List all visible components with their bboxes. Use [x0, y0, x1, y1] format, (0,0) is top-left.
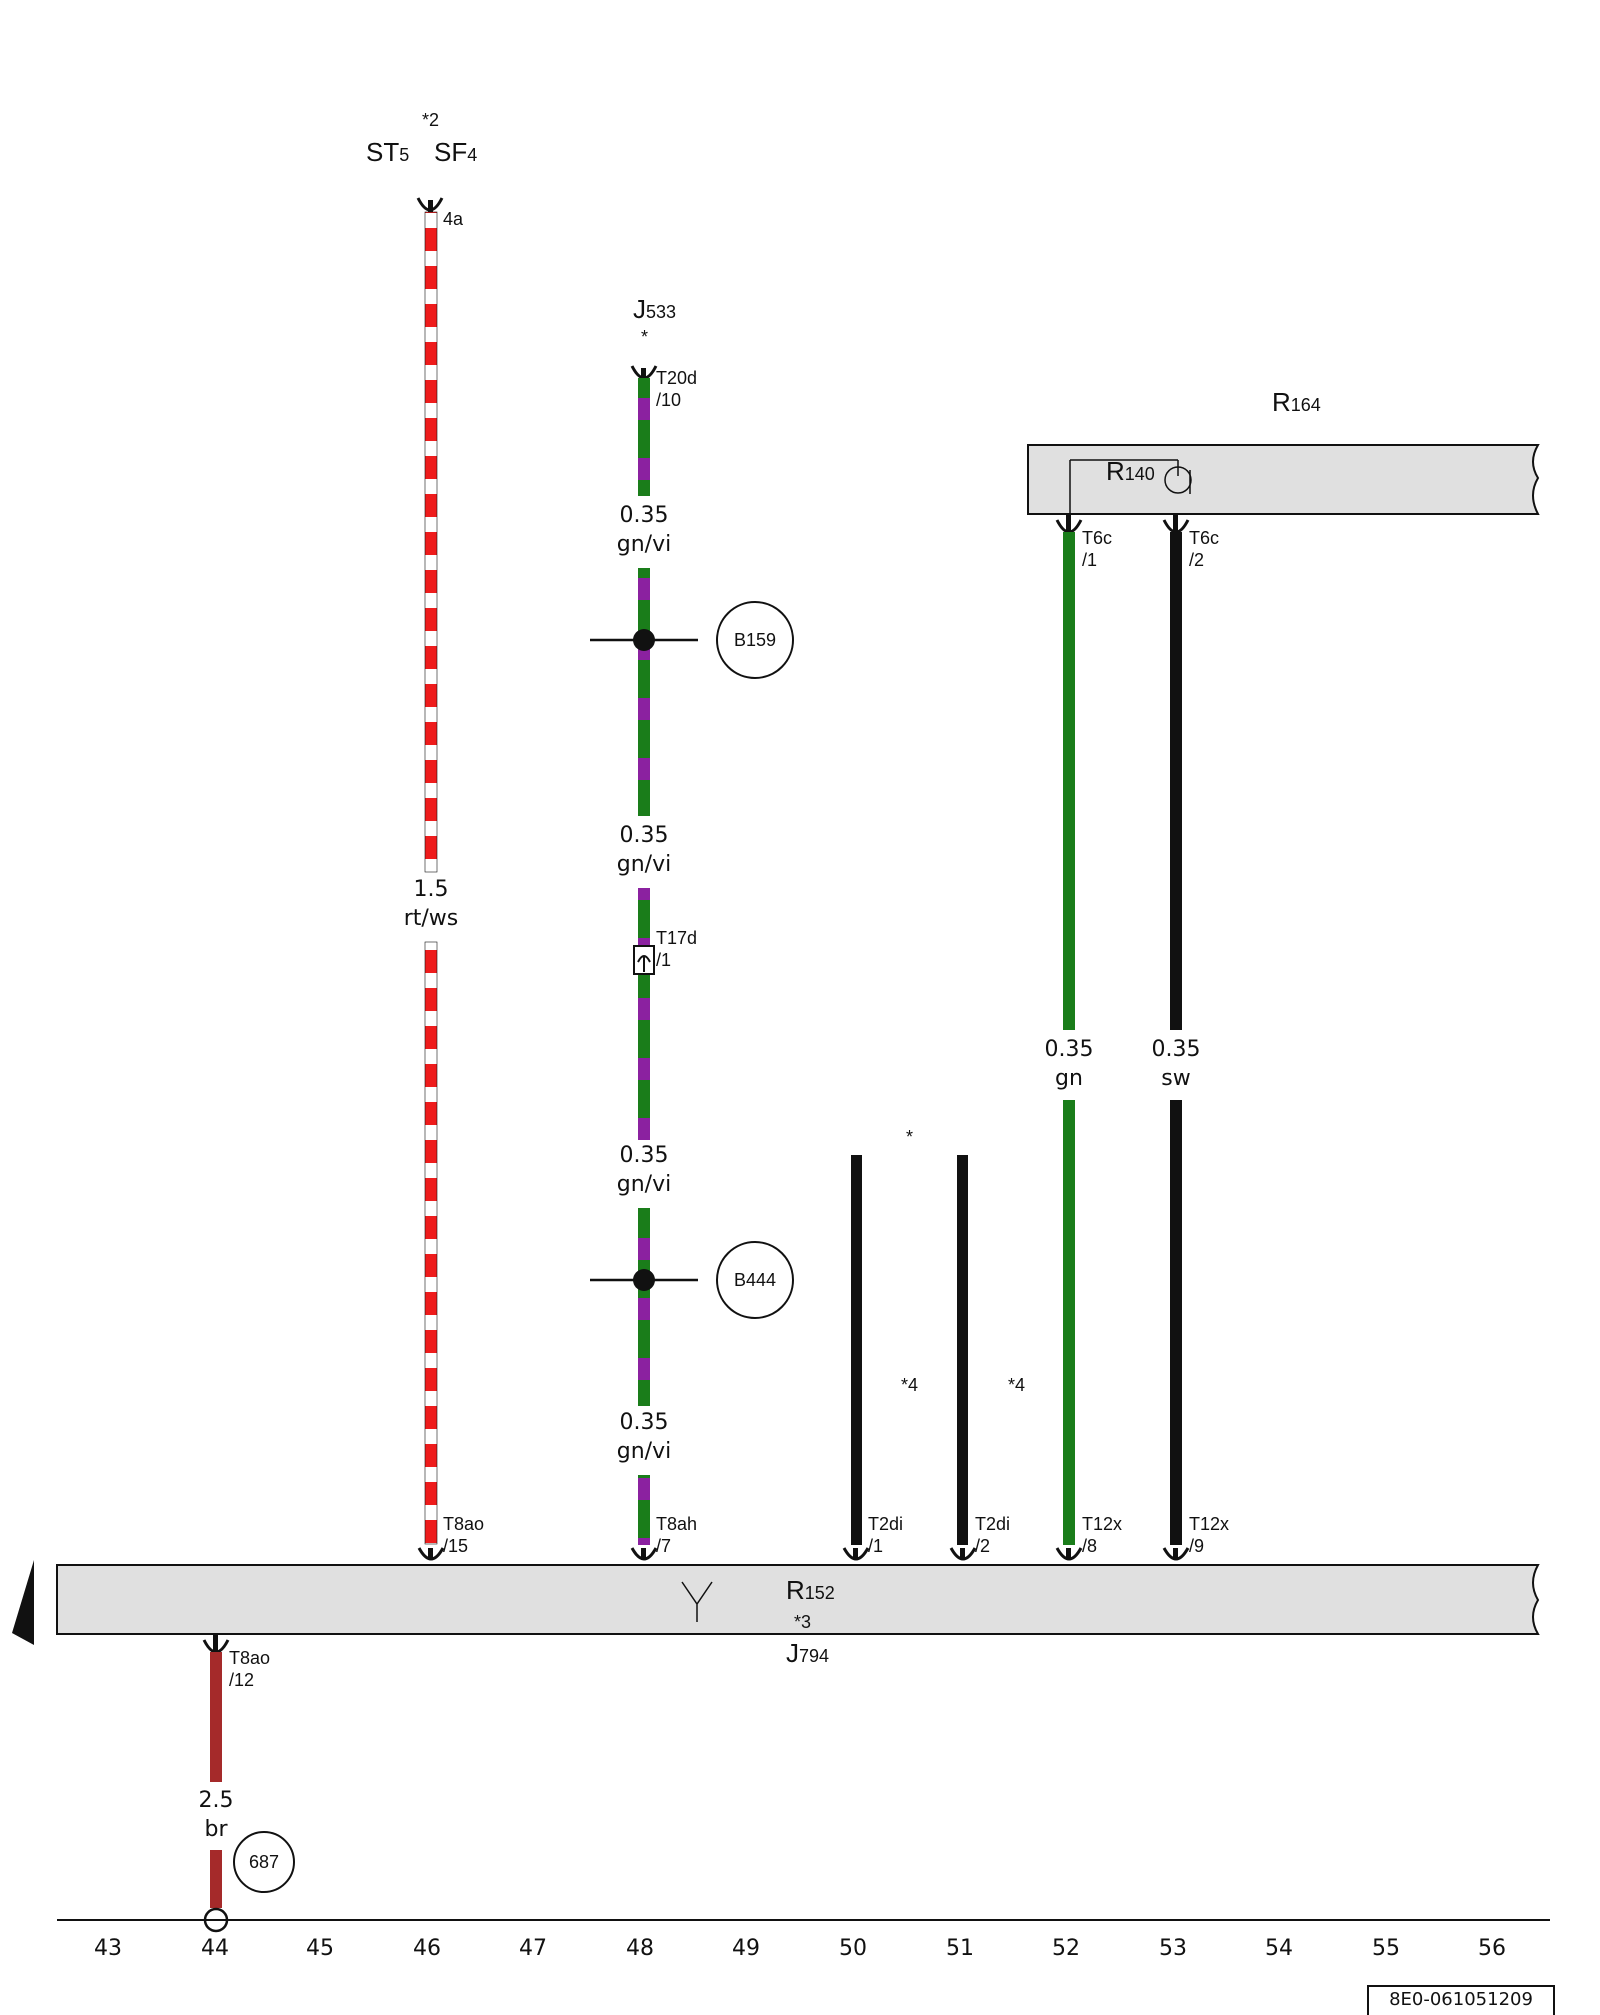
- st5-label: ST5: [366, 137, 409, 167]
- r152-bar: R152 *3 J794: [12, 1560, 1540, 1668]
- splice-b159-icon: [633, 629, 655, 651]
- t17d-label: T17d: [656, 928, 697, 948]
- w51-pin-top: T2di: [975, 1514, 1010, 1534]
- wire-50-51: * *4 T2di /1 *4 T2di /2: [842, 1127, 1025, 1561]
- j533-group: J533 *: [633, 294, 676, 347]
- w52-pin-top: T12x: [1082, 1514, 1122, 1534]
- r164-panel: R164 R140: [1027, 387, 1540, 515]
- w48-color-2: gn/vi: [617, 852, 671, 877]
- svg-text:53: 53: [1159, 1936, 1187, 1961]
- svg-text:49: 49: [732, 1936, 760, 1961]
- svg-text:50: 50: [839, 1936, 867, 1961]
- w44-gauge: 2.5: [199, 1788, 234, 1813]
- svg-text:54: 54: [1265, 1936, 1293, 1961]
- r140-sensor-icon: [1164, 466, 1192, 494]
- svg-text:47: 47: [519, 1936, 547, 1961]
- w50-pin-top: T2di: [868, 1514, 903, 1534]
- w48-gauge-4: 0.35: [620, 1410, 669, 1435]
- w48-pin-top: T8ah: [656, 1514, 697, 1534]
- antenna-icon: [681, 1581, 713, 1622]
- t17d-pin: /1: [656, 950, 671, 970]
- w51-note: *4: [1008, 1375, 1025, 1395]
- w48-color-1: gn/vi: [617, 532, 671, 557]
- svg-text:52: 52: [1052, 1936, 1080, 1961]
- wire-44: T8ao /12 2.5 br 687: [199, 1634, 295, 1933]
- svg-text:51: 51: [946, 1936, 974, 1961]
- w48-color-3: gn/vi: [617, 1172, 671, 1197]
- w52-t6c-bot: /1: [1082, 550, 1097, 570]
- w53-t6c-top: T6c: [1189, 528, 1219, 548]
- w53-pin-bot: /9: [1189, 1536, 1204, 1556]
- axis-numbers: 43 44 45 46 47 48 49 50 51 52 53 54 55 5…: [94, 1936, 1506, 1961]
- wire-48: T20d /10 0.35 gn/vi B159 0.35 gn/vi T17d…: [590, 365, 794, 1561]
- r164-label: R164: [1272, 387, 1321, 417]
- svg-text:45: 45: [306, 1936, 334, 1961]
- st5-sf4-group: *2 ST5 SF4: [366, 110, 477, 167]
- svg-text:46: 46: [413, 1936, 441, 1961]
- svg-text:44: 44: [201, 1936, 229, 1961]
- w44-pin-bot: /12: [229, 1670, 254, 1690]
- sf4-label: SF4: [434, 137, 477, 167]
- r140-label: R140: [1106, 456, 1155, 486]
- document-id: 8E0-061051209: [1367, 1985, 1555, 2015]
- wire-46: 4a 1.5 rt/ws T8ao /15: [404, 197, 484, 1561]
- w52-gauge: 0.35: [1045, 1037, 1094, 1062]
- t20d-pin: /10: [656, 390, 681, 410]
- w53-gauge: 0.35: [1152, 1037, 1201, 1062]
- t20d-label: T20d: [656, 368, 697, 388]
- wire-53: T6c /2 0.35 sw T12x /9: [1152, 514, 1229, 1561]
- svg-text:55: 55: [1372, 1936, 1400, 1961]
- ground-687-label: 687: [249, 1852, 279, 1872]
- w53-t6c-bot: /2: [1189, 550, 1204, 570]
- b159-label: B159: [734, 630, 776, 650]
- j533-note: *: [641, 327, 648, 347]
- r152-note: *3: [794, 1612, 811, 1632]
- w48-gauge-3: 0.35: [620, 1143, 669, 1168]
- w50-pin-bot: /1: [868, 1536, 883, 1556]
- w46-color: rt/ws: [404, 906, 459, 931]
- w53-pin-top: T12x: [1189, 1514, 1229, 1534]
- splice-b444-icon: [633, 1269, 655, 1291]
- r152-label: R152: [786, 1575, 835, 1605]
- svg-text:56: 56: [1478, 1936, 1506, 1961]
- continuation-arrow-icon: [12, 1560, 34, 1645]
- w46-pin-top: T8ao: [443, 1514, 484, 1534]
- pin-4a-label: 4a: [443, 209, 464, 229]
- w50-note: *4: [901, 1375, 918, 1395]
- w44-color: br: [204, 1817, 228, 1842]
- w48-gauge-2: 0.35: [620, 823, 669, 848]
- w48-pin-bot: /7: [656, 1536, 671, 1556]
- j533-label: J533: [633, 294, 676, 324]
- w46-gauge: 1.5: [414, 877, 449, 902]
- svg-text:48: 48: [626, 1936, 654, 1961]
- j794-label: J794: [786, 1638, 829, 1668]
- w46-pin-bot: /15: [443, 1536, 468, 1556]
- w50-51-note: *: [906, 1127, 913, 1147]
- svg-text:43: 43: [94, 1936, 122, 1961]
- w44-pin-top: T8ao: [229, 1648, 270, 1668]
- w53-color: sw: [1161, 1066, 1190, 1091]
- b444-label: B444: [734, 1270, 776, 1290]
- w52-t6c-top: T6c: [1082, 528, 1112, 548]
- w51-pin-bot: /2: [975, 1536, 990, 1556]
- w52-color: gn: [1055, 1066, 1083, 1091]
- w52-pin-bot: /8: [1082, 1536, 1097, 1556]
- wire-52: T6c /1 0.35 gn T12x /8: [1045, 514, 1122, 1561]
- st-sf-note: *2: [422, 110, 439, 130]
- w48-color-4: gn/vi: [617, 1439, 671, 1464]
- w48-gauge-1: 0.35: [620, 503, 669, 528]
